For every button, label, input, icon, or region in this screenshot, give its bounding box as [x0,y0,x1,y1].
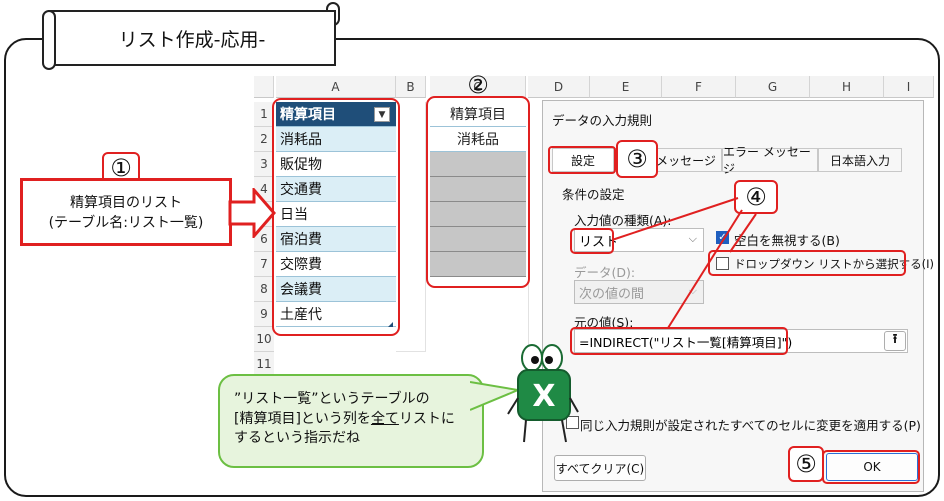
collapse-range-icon[interactable]: ⭱ [884,331,906,351]
c2-value-cell[interactable]: 消耗品 [430,127,526,152]
chevron-down-icon: ⌵ [688,284,697,297]
column-header-f[interactable]: F [662,76,736,98]
source-input[interactable]: =INDIRECT("リスト一覧[精算項目]") [574,329,908,353]
mascot-letter: X [532,378,556,414]
validation-cell[interactable] [430,202,526,227]
data-select[interactable]: 次の値の間 ⌵ [574,280,704,304]
group-label: 条件の設定 [562,187,625,202]
excel-mascot-icon [507,344,579,443]
allow-value: リスト [579,234,619,250]
ok-button[interactable]: OK [826,453,918,481]
marker-5-box [788,446,824,482]
allow-select[interactable]: リスト ⌵ [574,228,704,252]
bubble-line-2: [精算項目]という列を全てリストに [234,410,455,427]
row-header-9[interactable]: 9 [254,302,274,327]
bubble-line-1: ”リスト一覧”というテーブルの [234,391,430,407]
table-row[interactable]: 日当 [276,202,396,227]
apply-all-label: 同じ入力規則が設定されたすべてのセルに変更を適用する(P) [580,418,921,433]
ignore-blank-label: 空白を無視する(B) [734,233,840,248]
table-row[interactable]: 土産代 [276,302,396,327]
step-marker-2: ② [467,71,489,99]
highlight-ok-button [822,450,920,484]
source-label: 元の値(S): [574,315,634,330]
list-callout: 精算項目のリスト (テーブル名:リスト一覧) [20,178,232,246]
highlight-settings-tab [548,146,616,174]
column-header-e[interactable]: E [590,76,662,98]
step-marker-5: ⑤ [795,450,817,478]
column-header-a[interactable]: A [276,76,396,98]
c1-header-cell[interactable]: 精算項目 [430,102,526,127]
row-header-6[interactable]: 6 [254,227,274,252]
step-marker-4: ④ [745,183,767,211]
marker-3-box [616,140,658,178]
column-b-cells[interactable] [396,102,426,352]
marker-4-box [734,180,778,214]
validation-cell[interactable] [430,152,526,177]
callout-line-2: (テーブル名:リスト一覧) [48,215,204,231]
validation-cell[interactable] [430,227,526,252]
dropdown-checkbox[interactable] [716,257,729,270]
highlight-source-value [570,327,788,355]
data-value: 次の値の間 [579,286,645,302]
column-header-d[interactable]: D [528,76,590,98]
bubble-line-3: するという指示だね [234,430,360,447]
row-header-7[interactable]: 7 [254,252,274,277]
step-marker-1: ① [110,154,132,182]
table-row[interactable]: 販促物 [276,152,396,177]
dropdown-label: ドロップダウン リストから選択する(I) [734,257,935,271]
table-row[interactable]: 交通費 [276,177,396,202]
table-row[interactable]: 会議費 [276,277,396,302]
validation-cell[interactable] [430,252,526,277]
column-header-b[interactable]: B [396,76,426,98]
allow-label: 入力値の種類(A): [574,213,672,228]
row-header-2[interactable]: 2 [254,127,274,152]
table-resize-handle[interactable] [388,322,393,327]
slide-title: リスト作成-応用- [118,28,266,51]
column-header-i[interactable]: I [884,76,934,98]
table-header-label: 精算項目 [280,107,336,123]
apply-all-checkbox[interactable] [566,416,579,429]
explanation-bubble: ”リスト一覧”というテーブルの [精算項目]という列を全てリストに するという指… [218,374,484,468]
tab-settings[interactable]: 設定 [552,148,614,172]
scroll-curl-left [42,10,56,70]
row-header-3[interactable]: 3 [254,152,274,177]
chevron-down-icon: ⌵ [688,232,697,245]
title-scroll: リスト作成-応用- [48,10,336,66]
column-header-g[interactable]: G [736,76,810,98]
row-header-8[interactable]: 8 [254,277,274,302]
source-value: =INDIRECT("リスト一覧[精算項目]") [579,334,793,350]
select-all-corner[interactable] [254,76,274,98]
right-arrow-icon [228,188,276,238]
row-header-10[interactable]: 10 [254,327,274,352]
step-marker-3: ③ [626,145,648,173]
table-row[interactable]: 交際費 [276,252,396,277]
filter-dropdown-icon[interactable]: ▼ [374,107,390,122]
row-header-1[interactable]: 1 [254,102,274,127]
highlight-target-range [426,96,530,288]
table-row[interactable]: 宿泊費 [276,227,396,252]
table-header-cell[interactable]: 精算項目 [276,102,396,127]
highlight-allow-value [570,228,614,254]
table-row[interactable]: 消耗品 [276,127,396,152]
highlight-list-range [272,98,400,336]
data-label: データ(D): [574,265,636,280]
callout-line-1: 精算項目のリスト [70,195,182,211]
dialog-title: データの入力規則 [552,113,653,128]
clear-all-button[interactable]: すべてクリア(C) [554,455,646,481]
column-header-h[interactable]: H [810,76,884,98]
validation-cell[interactable] [430,177,526,202]
tab-divider [552,171,902,172]
